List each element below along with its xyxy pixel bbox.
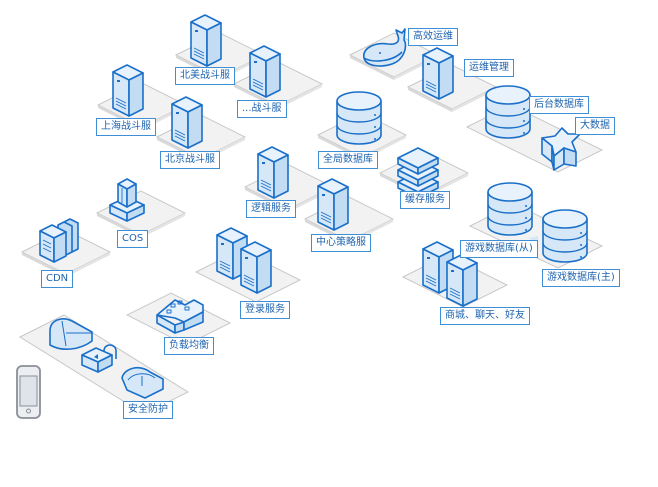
node-label-big-data: 大数据: [575, 117, 615, 135]
node-label-security: 安全防护: [123, 401, 173, 419]
server-icon: [422, 47, 454, 100]
server-icon: [317, 178, 349, 231]
database-icon: [485, 85, 531, 139]
server-icon: [446, 254, 478, 307]
book-stack-icon: [39, 218, 79, 263]
database-icon: [336, 91, 382, 145]
storage-tower-icon: [109, 178, 145, 222]
node-label-other-battle: ...战斗服: [237, 100, 287, 118]
server-icon: [190, 14, 222, 67]
server-icon: [240, 241, 272, 294]
server-icon: [257, 146, 289, 199]
phone-icon: [16, 365, 41, 419]
server-icon: [112, 64, 144, 117]
node-label-cache-service: 缓存服务: [400, 191, 450, 209]
node-label-load-balance: 负载均衡: [164, 337, 214, 355]
node-label-cdn: CDN: [41, 270, 74, 288]
whale-icon: [363, 28, 407, 67]
node-label-cos: COS: [117, 230, 149, 248]
node-label-ops-manage: 运维管理: [464, 59, 514, 77]
database-icon: [542, 209, 588, 263]
server-icon: [249, 45, 281, 98]
node-label-mall-chat-friends: 商城、聊天、好友: [440, 307, 530, 325]
node-label-bj-battle: 北京战斗服: [160, 151, 220, 169]
database-icon: [487, 182, 533, 236]
node-label-backend-db: 后台数据库: [529, 96, 589, 114]
node-label-login-service: 登录服务: [240, 301, 290, 319]
node-label-logic-service: 逻辑服务: [246, 200, 296, 218]
server-icon: [171, 96, 203, 149]
shield-block-icon: [49, 318, 164, 399]
node-label-game-db-master: 游戏数据库(主): [542, 269, 620, 287]
node-label-global-db: 全局数据库: [318, 151, 378, 169]
node-label-game-db-slave: 游戏数据库(从): [460, 240, 538, 258]
node-label-sh-battle: 上海战斗服: [96, 118, 156, 136]
star-block-icon: [541, 127, 581, 171]
node-label-ops-efficient: 高效运维: [408, 28, 458, 46]
network-block-icon: [156, 299, 204, 334]
node-label-center-strategy: 中心策略服: [311, 234, 371, 252]
node-label-na-battle: 北美战斗服: [175, 67, 235, 85]
